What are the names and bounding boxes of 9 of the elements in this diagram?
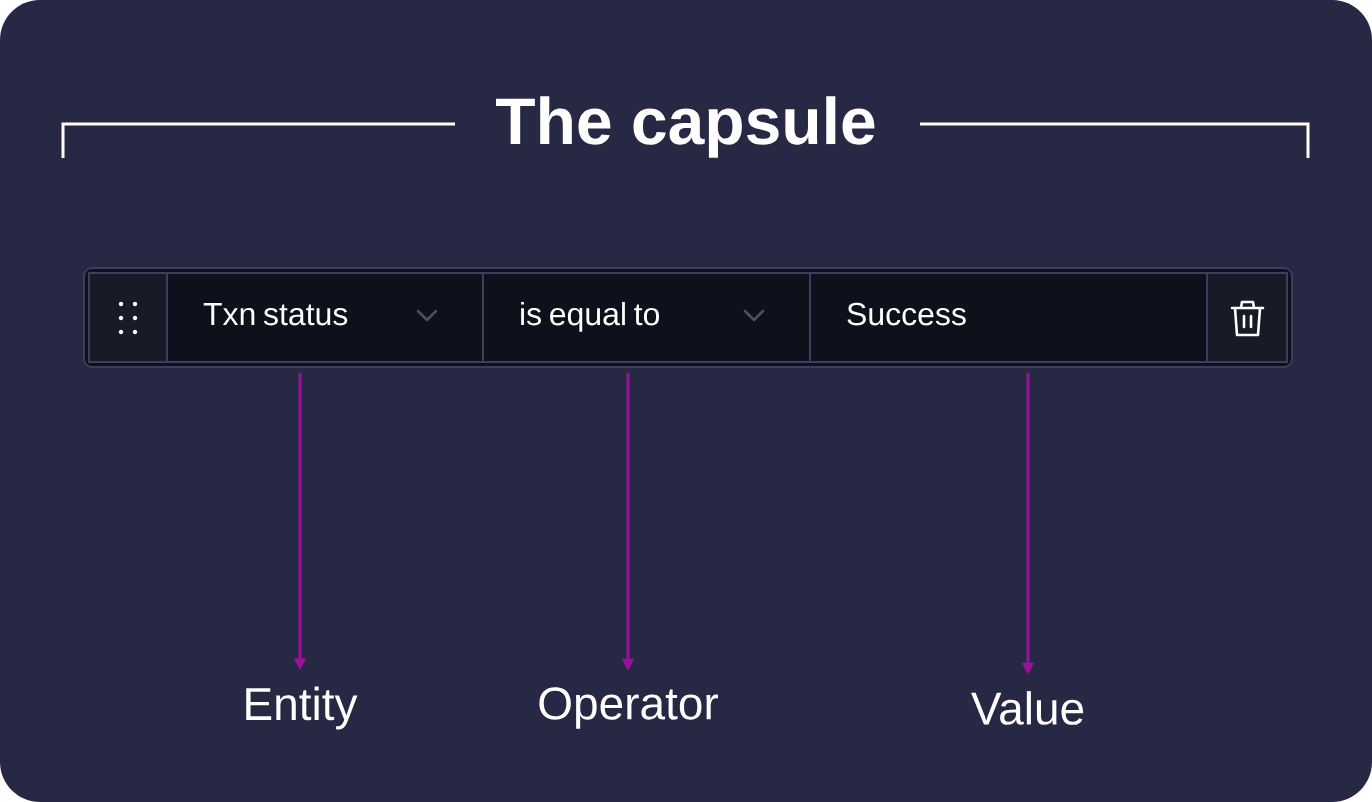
icon-cell [1206,272,1288,363]
dropdown-field: is equal to [482,272,811,363]
title: The capsule [496,96,875,158]
icon-cell [88,272,168,363]
value-field: Success [809,272,1208,363]
part-label: Operator [539,687,718,729]
part-label: Value [971,691,1084,725]
dropdown-field: Txn status [166,272,484,363]
part-label: Entity [246,686,358,730]
